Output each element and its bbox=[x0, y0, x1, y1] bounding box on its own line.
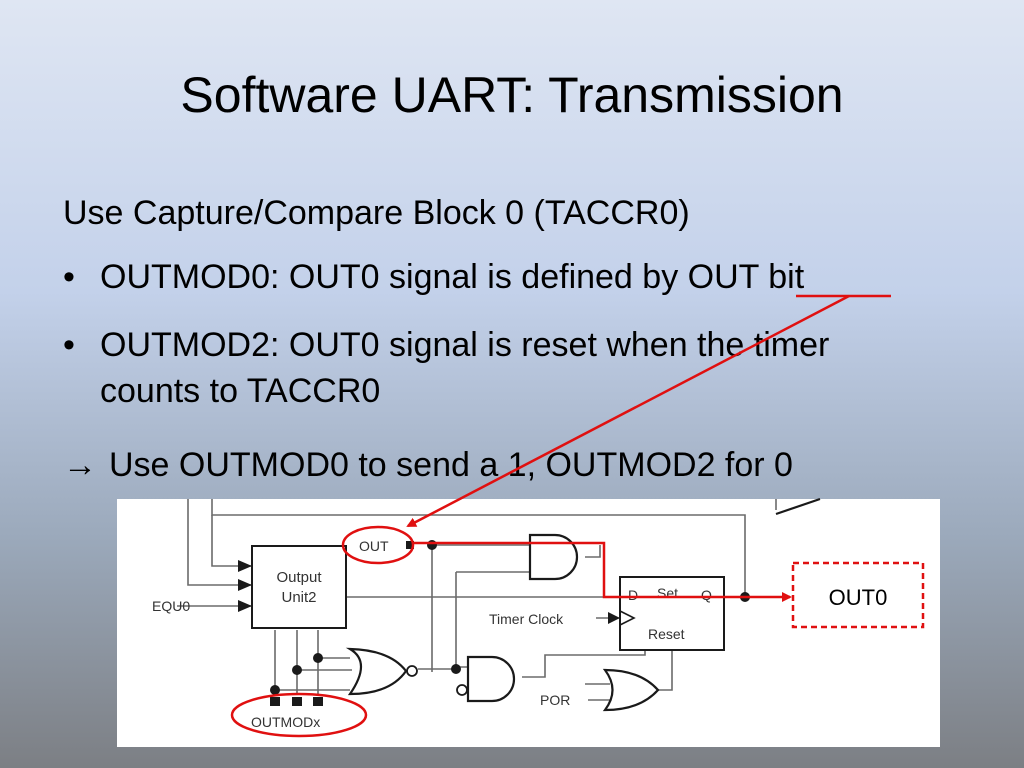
bullet-line-1: OUTMOD2: OUT0 signal is reset when the t… bbox=[100, 326, 830, 364]
right-arrow-icon: → bbox=[63, 446, 97, 484]
bullet-line-2: counts to TACCR0 bbox=[100, 372, 381, 410]
circuit-diagram-panel bbox=[117, 499, 940, 747]
bullet-marker: • bbox=[63, 326, 75, 364]
bullet-text: OUTMOD0: OUT0 signal is defined by OUT b… bbox=[100, 254, 804, 300]
bullet-marker: • bbox=[63, 258, 75, 296]
intro-text: Use Capture/Compare Block 0 (TACCR0) bbox=[63, 194, 690, 232]
bullet-text-before: OUTMOD0: OUT0 signal is defined by bbox=[100, 258, 679, 296]
conclusion-text: Use OUTMOD0 to send a 1, OUTMOD2 for 0 bbox=[109, 446, 793, 484]
bullet-text-after: bit bbox=[768, 258, 805, 296]
slide-title: Software UART: Transmission bbox=[180, 67, 844, 123]
out-bit-highlight: OUT bbox=[687, 258, 759, 296]
bullet-text: OUTMOD2: OUT0 signal is reset when the t… bbox=[100, 322, 829, 414]
conclusion-line: → Use OUTMOD0 to send a 1, OUTMOD2 for 0 bbox=[63, 442, 793, 488]
